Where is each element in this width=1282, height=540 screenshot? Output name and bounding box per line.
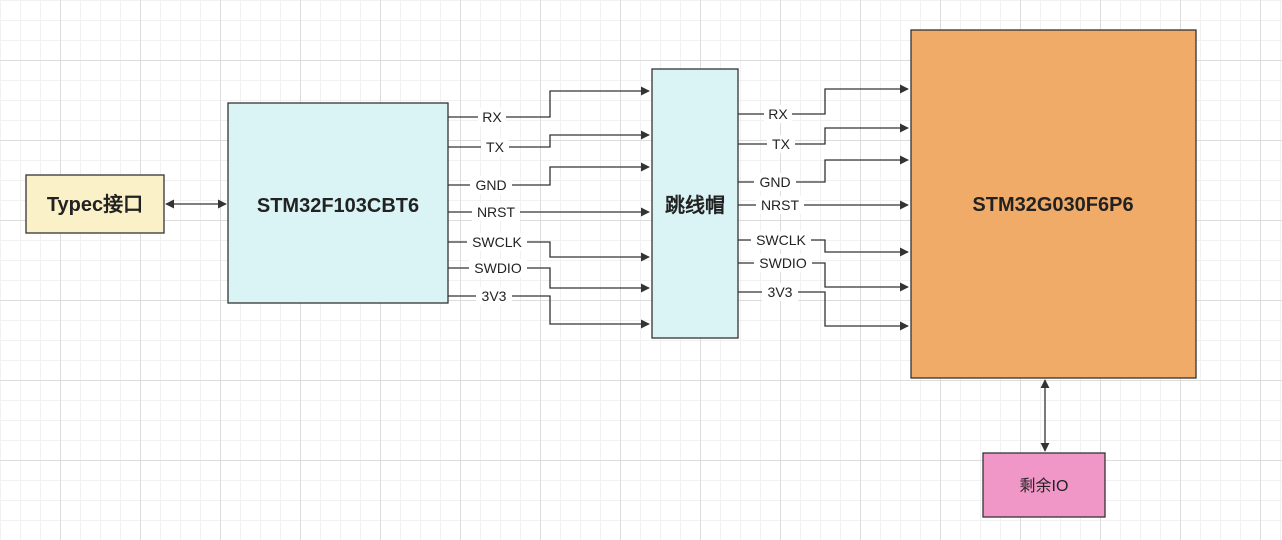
jumper-cap-node[interactable]: 跳线帽 [651,68,739,339]
left-signal-labels: RX TX GND NRST SWCLK SWDIO 3V3 [467,108,527,305]
right-label-tx: TX [772,136,791,152]
left-label-tx: TX [486,139,505,155]
right-label-rx: RX [768,106,788,122]
stm32f103-node[interactable]: STM32F103CBT6 [227,102,449,304]
typec-port-label: Typec接口 [47,193,143,216]
right-label-swclk: SWCLK [756,232,806,248]
right-label-gnd: GND [759,174,790,190]
left-label-3v3: 3V3 [482,288,507,304]
left-label-gnd: GND [475,177,506,193]
typec-port-node[interactable]: Typec接口 [25,174,165,234]
jumper-cap-label: 跳线帽 [665,193,725,217]
stm32g030-label: STM32G030F6P6 [972,194,1133,216]
wire-right-tx [738,123,909,145]
left-label-nrst: NRST [477,204,516,220]
right-label-swdio: SWDIO [759,255,807,271]
stm32g030-node[interactable]: STM32G030F6P6 [910,29,1197,379]
left-label-swclk: SWCLK [472,234,522,250]
right-signal-labels: RX TX GND NRST SWCLK SWDIO 3V3 [751,105,812,301]
stm32f103-label: STM32F103CBT6 [257,195,419,217]
remaining-io-node[interactable]: 剩余IO [982,452,1106,518]
wire-left-tx [448,130,650,148]
wire-right-rx [738,84,909,115]
left-label-swdio: SWDIO [474,260,522,276]
left-label-rx: RX [482,109,502,125]
right-label-nrst: NRST [761,197,800,213]
remaining-io-label: 剩余IO [1020,476,1069,495]
right-label-3v3: 3V3 [768,284,793,300]
